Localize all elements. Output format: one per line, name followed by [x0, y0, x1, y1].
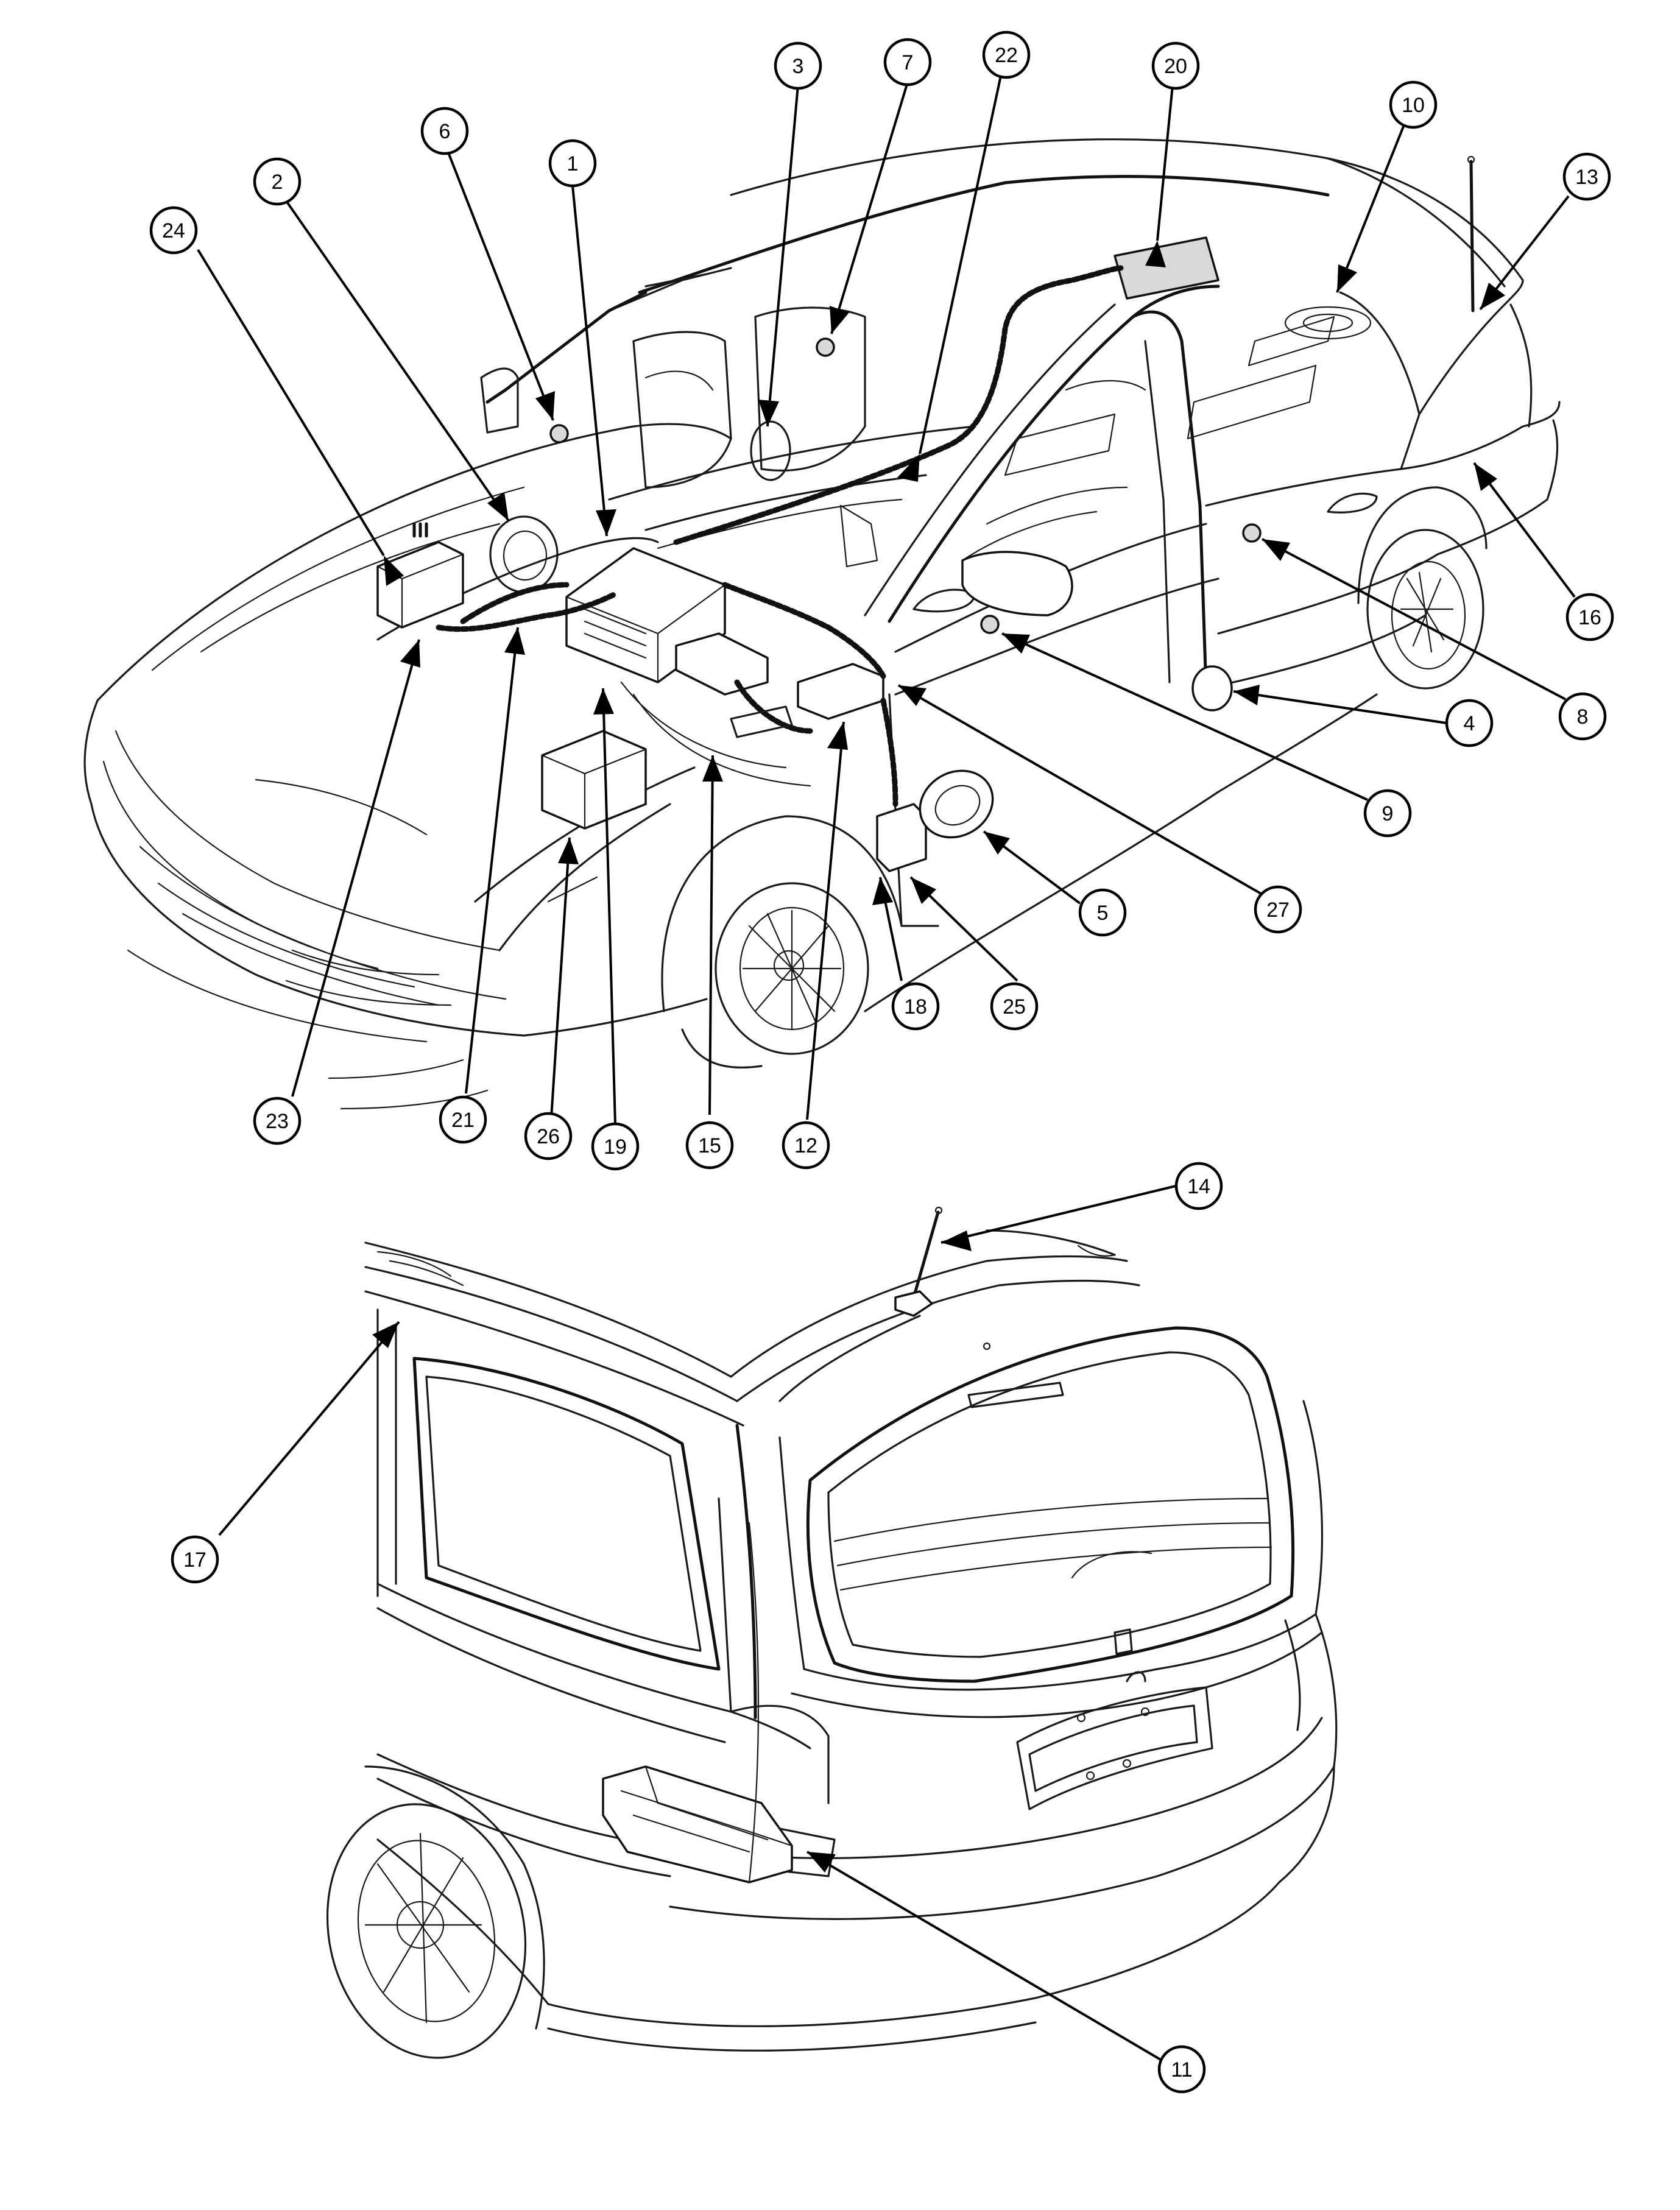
callout-12: 12: [782, 1121, 830, 1170]
leader-arrowheads: [372, 241, 1505, 1873]
callout-9: 9: [1363, 789, 1412, 838]
callout-1-label: 1: [567, 152, 579, 175]
pillar-tweeter-left: [549, 424, 569, 443]
callout-18-label: 18: [904, 995, 927, 1019]
sedan-audio-components: [376, 155, 1475, 872]
sedan-illustration: [83, 138, 1561, 1110]
callout-14-label: 14: [1187, 1175, 1210, 1198]
callout-15: 15: [685, 1121, 734, 1170]
callout-12-label: 12: [794, 1134, 817, 1157]
mirror-tweeter: [980, 615, 1000, 634]
callout-9-label: 9: [1382, 802, 1394, 825]
wagon-roof-rail: [364, 1241, 732, 1378]
callout-20-label: 20: [1164, 55, 1187, 78]
callout-21-label: 21: [451, 1109, 475, 1132]
control-module: [797, 663, 884, 720]
callout-23-label: 23: [266, 1110, 289, 1133]
callout-6: 6: [420, 107, 469, 155]
wiring-harness-roof: [673, 265, 1124, 545]
callout-4: 4: [1445, 699, 1494, 747]
callout-22-label: 22: [995, 44, 1018, 67]
pillar-tweeter-right: [816, 337, 835, 357]
rear-component-unit: [602, 1765, 793, 1883]
callout-10-label: 10: [1402, 94, 1425, 117]
callout-10: 10: [1389, 80, 1438, 129]
leader-lines: [197, 69, 1576, 2061]
sedan-side-mirror: [961, 551, 1073, 616]
sedan-a-pillar-right: [888, 284, 1220, 623]
wagon-side-window: [412, 1357, 721, 1671]
callout-15-label: 15: [698, 1134, 721, 1157]
callout-4-label: 4: [1464, 712, 1475, 735]
sedan-b-pillar: [1131, 310, 1208, 690]
callout-8: 8: [1558, 692, 1607, 741]
callout-13: 13: [1562, 152, 1611, 201]
callout-11: 11: [1157, 2045, 1206, 2094]
callout-24: 24: [149, 206, 198, 255]
callout-23: 23: [253, 1096, 302, 1145]
front-speaker-left: [489, 515, 559, 593]
callout-18: 18: [891, 982, 940, 1031]
rear-deck-unit: [1114, 236, 1219, 300]
callout-16: 16: [1565, 593, 1614, 641]
callout-3-label: 3: [792, 55, 804, 78]
callout-19-label: 19: [604, 1135, 627, 1159]
callout-26: 26: [524, 1112, 573, 1160]
callout-1: 1: [548, 139, 597, 188]
callout-17: 17: [171, 1535, 219, 1584]
callout-21: 21: [439, 1095, 487, 1144]
callout-3: 3: [774, 41, 822, 90]
callout-7-label: 7: [902, 51, 914, 74]
wagon-rear-bumper: [669, 1765, 1335, 1920]
antenna-mast: [1469, 160, 1475, 312]
callout-13-label: 13: [1575, 166, 1598, 189]
callout-24-label: 24: [162, 219, 185, 242]
wiring-harness-main: [436, 591, 618, 632]
callout-5-label: 5: [1097, 902, 1109, 925]
junction-box: [541, 730, 647, 830]
wagon-rear-wheel: [326, 1803, 527, 2059]
sedan-hood: [96, 423, 732, 702]
callout-11-label: 11: [1171, 2058, 1192, 2081]
rear-door-speaker: [1191, 665, 1233, 711]
callout-8-label: 8: [1577, 705, 1589, 729]
sedan-rear-wheel: [1366, 529, 1484, 690]
callout-5: 5: [1078, 888, 1127, 937]
callout-20: 20: [1151, 41, 1200, 90]
wagon-rear-glass: [806, 1326, 1295, 1683]
wagon-illustration: [326, 1206, 1338, 2059]
sedan-front-wheel: [715, 882, 869, 1055]
amplifier: [876, 803, 927, 872]
callout-6-label: 6: [439, 120, 451, 143]
rear-tweeter: [1242, 523, 1262, 543]
callout-25-label: 25: [1003, 995, 1026, 1019]
antenna-module: [376, 541, 464, 629]
callout-19: 19: [591, 1122, 640, 1171]
callout-27-label: 27: [1266, 898, 1290, 922]
roof-antenna: [912, 1210, 940, 1299]
wagon-license-plate: [1016, 1686, 1213, 1810]
callout-27: 27: [1254, 885, 1302, 934]
door-speaker-right-front: [919, 769, 994, 839]
callout-25: 25: [990, 982, 1039, 1031]
cd-changer: [675, 632, 769, 696]
callout-17-label: 17: [183, 1548, 206, 1572]
sedan-windshield-frame: [638, 175, 1330, 294]
sedan-a-pillar-left: [485, 291, 648, 404]
callout-16-label: 16: [1578, 606, 1601, 629]
callout-2: 2: [253, 157, 302, 206]
sedan-front-bumper: [90, 803, 525, 1037]
callout-22: 22: [982, 30, 1031, 79]
callout-2-label: 2: [272, 171, 283, 194]
callout-26-label: 26: [537, 1125, 560, 1148]
callout-14: 14: [1174, 1162, 1223, 1210]
callout-7: 7: [883, 38, 932, 86]
